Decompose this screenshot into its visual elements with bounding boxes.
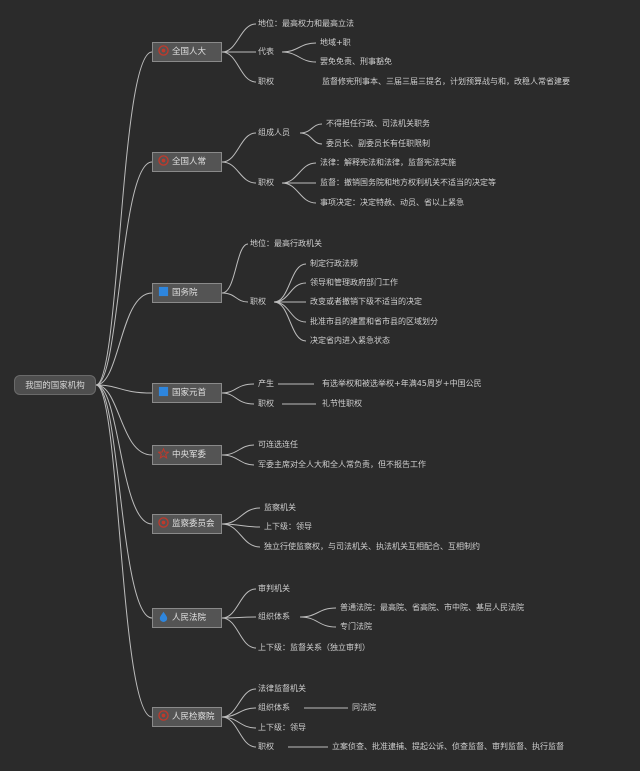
node-cmc[interactable]: 中央军委 [152,445,222,465]
leaf-sc-item: 领导和管理政府部门工作 [310,278,398,287]
leaf-court-system-b: 专门法院 [340,622,372,631]
leaf-npcsc-powers: 职权 [258,178,274,187]
leaf-npc-deputies: 代表 [258,47,274,56]
node-label: 国务院 [172,288,198,298]
leaf-cmc-term: 可连选连任 [258,440,298,449]
emblem-icon [158,155,169,166]
leaf-court-organ: 审判机关 [258,584,290,593]
leaf-cmc-chair: 军委主席对全人大和全人常负责，但不报告工作 [258,460,426,469]
square-icon [158,386,169,397]
leaf-npcsc-powers-b: 监督：撤销国务院和地方权利机关不适当的决定等 [320,178,496,187]
leaf-court-system: 组织体系 [258,612,290,621]
leaf-court-relation: 上下级：监督关系（独立审判） [258,643,370,652]
root-node[interactable]: 我国的国家机构 [14,375,96,395]
node-label: 全国人大 [172,47,207,57]
square-icon [158,286,169,297]
leaf-sc-item: 批准市县的建置和省市县的区域划分 [310,317,438,326]
leaf-npc-status: 地位：最高权力和最高立法 [258,19,354,28]
node-npc[interactable]: 全国人大 [152,42,222,62]
emblem-icon [158,710,169,721]
star-icon [158,448,169,459]
node-state-council[interactable]: 国务院 [152,283,222,303]
node-npcsc[interactable]: 全国人常 [152,152,222,172]
leaf-proc-powers: 职权 [258,742,274,751]
leaf-president-election: 产生 [258,379,274,388]
leaf-npcsc-powers-a: 法律：解释宪法和法律，监督宪法实施 [320,158,456,167]
emblem-icon [158,45,169,56]
node-label: 中央军委 [172,450,207,460]
leaf-supervision-organ: 监察机关 [264,503,296,512]
node-supervision[interactable]: 监察委员会 [152,514,222,534]
emblem-icon [158,517,169,528]
leaf-proc-system: 组织体系 [258,703,290,712]
leaf-supervision-independence: 独立行使监察权，与司法机关、执法机关互相配合、互相制约 [264,542,480,551]
node-label: 国家元首 [172,388,207,398]
node-label: 人民检察院 [172,712,215,722]
node-procuratorate[interactable]: 人民检察院 [152,707,222,727]
leaf-supervision-relation: 上下级：领导 [264,522,312,531]
leaf-npcsc-powers-c: 事项决定：决定特赦、动员、省以上紧急 [320,198,464,207]
leaf-president-election-a: 有选举权和被选举权+年满45周岁+中国公民 [322,379,482,388]
leaf-proc-powers-a: 立案侦查、批准逮捕、提起公诉、侦查监督、审判监督、执行监督 [332,742,564,751]
leaf-sc-item: 决定省内进入紧急状态 [310,336,390,345]
leaf-npc-powers-a: 监督修宪刑事本、三届三届三提名，计划预算战与和，改稳人常省建要 [322,77,570,86]
leaf-npc-deputies-b: 罢免免责、刑事豁免 [320,57,392,66]
node-label: 监察委员会 [172,519,215,529]
leaf-npc-powers: 职权 [258,77,274,86]
leaf-proc-organ: 法律监督机关 [258,684,306,693]
leaf-npcsc-members: 组成人员 [258,128,290,137]
leaf-npc-deputies-a: 地域+职 [320,38,351,47]
node-label: 人民法院 [172,613,207,623]
leaf-president-powers: 职权 [258,399,274,408]
leaf-president-powers-a: 礼节性职权 [322,399,362,408]
leaf-npcsc-members-a: 不得担任行政、司法机关职务 [326,119,430,128]
node-president[interactable]: 国家元首 [152,383,222,403]
leaf-proc-relation: 上下级：领导 [258,723,306,732]
drop-icon [159,611,168,622]
node-court[interactable]: 人民法院 [152,608,222,628]
leaf-npcsc-members-b: 委员长、副委员长有任职限制 [326,139,430,148]
leaf-sc-status: 地位：最高行政机关 [250,239,322,248]
leaf-sc-powers: 职权 [250,297,266,306]
node-label: 全国人常 [172,157,207,167]
leaf-court-system-a: 普通法院：最高院、省高院、市中院、基层人民法院 [340,603,524,612]
leaf-sc-item: 制定行政法规 [310,259,358,268]
leaf-sc-item: 改变或者撤销下级不适当的决定 [310,297,422,306]
leaf-proc-system-a: 同法院 [352,703,376,712]
